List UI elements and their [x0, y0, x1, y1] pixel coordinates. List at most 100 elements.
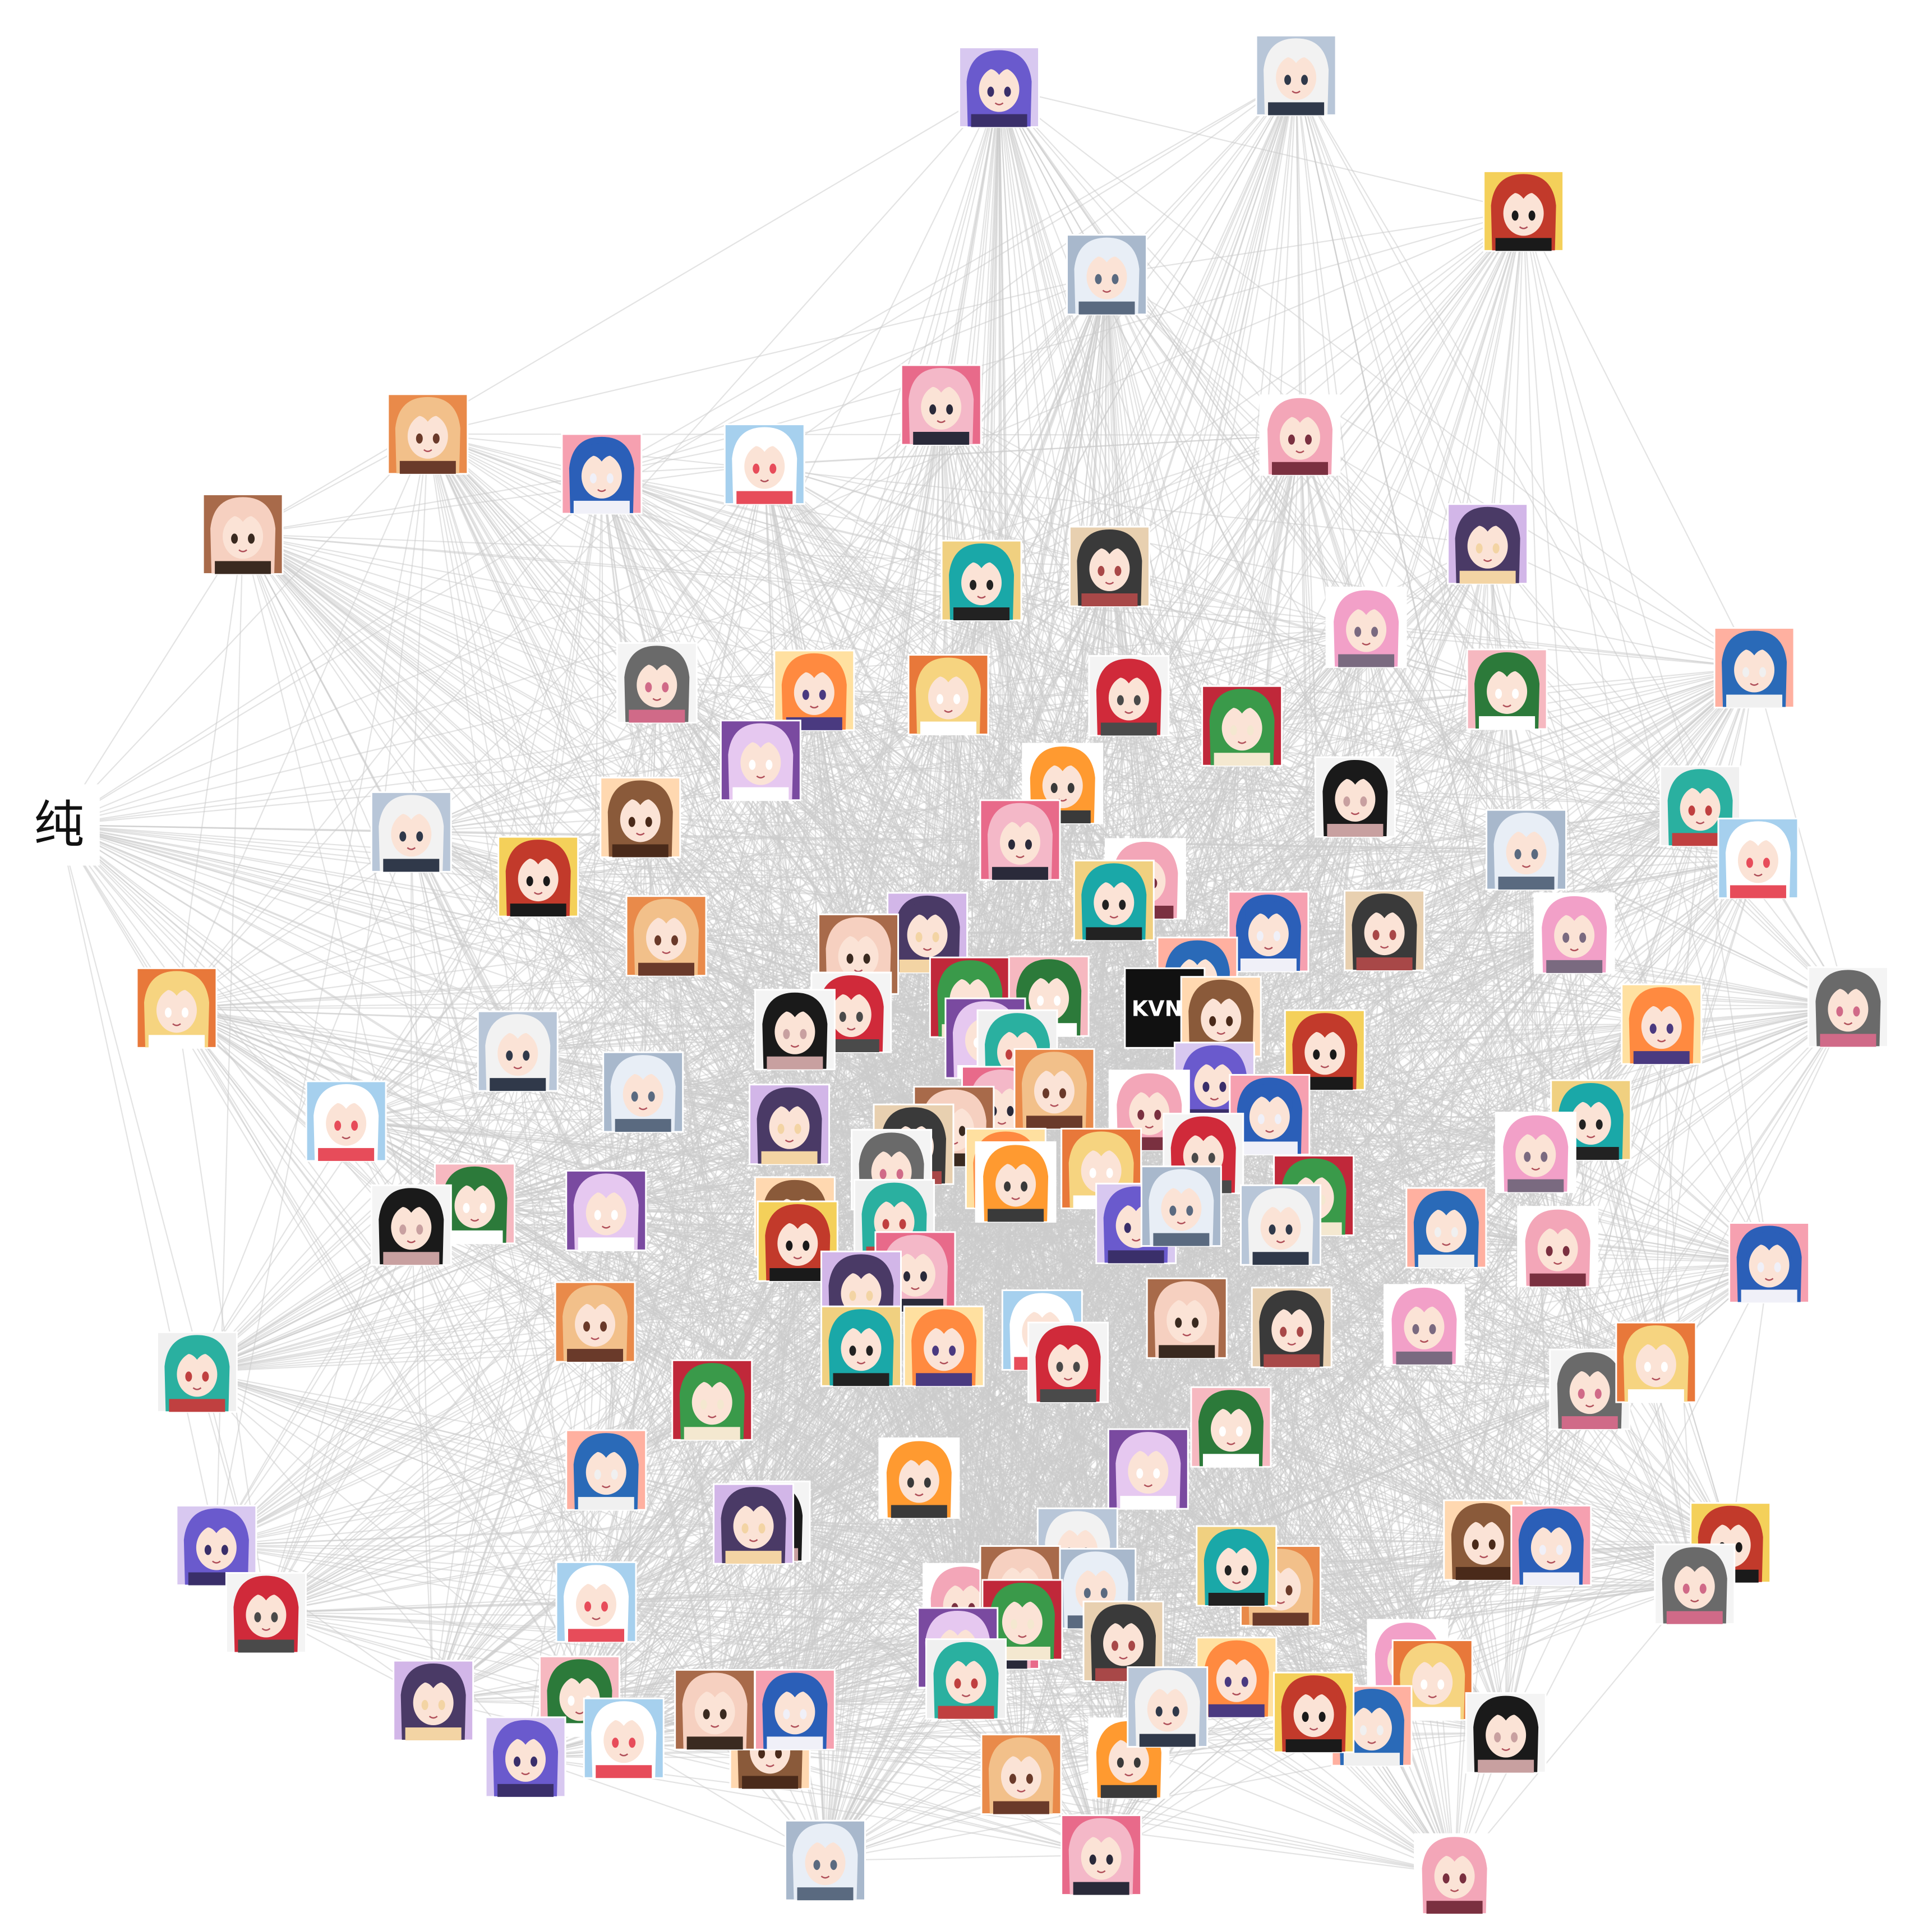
graph-edge [1203, 1153, 1558, 1247]
avatar-eye [879, 1169, 887, 1179]
avatar-mouth [172, 1023, 181, 1026]
avatar-bangs [643, 905, 690, 932]
graph-edge [242, 534, 607, 1471]
avatar-node[interactable] [1621, 983, 1703, 1065]
avatar-node[interactable] [723, 423, 805, 505]
avatar-outfit [446, 1230, 503, 1243]
avatar-node[interactable] [1201, 685, 1283, 767]
avatar-node[interactable] [1807, 966, 1889, 1048]
avatar-node[interactable] [1344, 890, 1426, 971]
avatar-node[interactable] [1517, 1206, 1599, 1288]
graph-edge [769, 1520, 1455, 1875]
avatar-bangs [978, 1076, 1026, 1103]
avatar-node[interactable] [1495, 1112, 1576, 1193]
avatar-node[interactable] [305, 1080, 387, 1162]
avatar-node[interactable] [370, 791, 452, 873]
avatar-bangs [494, 1020, 542, 1047]
avatar-node[interactable] [754, 989, 836, 1071]
avatar-eye [1209, 1016, 1216, 1026]
avatar-node[interactable] [1088, 655, 1170, 736]
avatar-node[interactable] [1013, 1048, 1095, 1130]
avatar-eye [1191, 1153, 1198, 1163]
avatar-node[interactable] [370, 1184, 452, 1266]
avatar-node[interactable] [1073, 859, 1155, 941]
avatar-node[interactable] [958, 47, 1040, 128]
avatar-node[interactable] [1146, 1277, 1228, 1359]
avatar-node[interactable] [940, 540, 1022, 621]
avatar-node[interactable] [757, 1200, 838, 1282]
avatar-bangs [946, 966, 994, 993]
avatar-node[interactable] [720, 720, 801, 801]
avatar-node[interactable] [975, 1141, 1057, 1223]
graph-edge [196, 1123, 790, 1373]
graph-edge [197, 1205, 1182, 1373]
avatar-node[interactable] [1447, 503, 1529, 585]
avatar-node[interactable] [749, 1084, 831, 1165]
avatar-eye [946, 404, 953, 415]
avatar-node[interactable] [1486, 809, 1567, 891]
avatar-face [1364, 910, 1405, 956]
avatar-mouth [1754, 873, 1763, 877]
avatar-node[interactable] [979, 799, 1061, 881]
avatar-node[interactable] [1066, 234, 1147, 316]
avatar-node[interactable] [1284, 1009, 1366, 1091]
avatar-node[interactable] [625, 895, 707, 977]
avatar-node[interactable] [1240, 1184, 1322, 1266]
avatar-bangs [1039, 752, 1086, 779]
avatar-node[interactable] [202, 493, 284, 575]
avatar-node[interactable] [477, 1010, 559, 1092]
avatar-node[interactable] [497, 836, 579, 918]
avatar-node[interactable] [1068, 526, 1150, 607]
avatar-eye [1095, 274, 1102, 284]
avatar-node[interactable] [1259, 394, 1341, 476]
avatar-face [999, 819, 1040, 865]
avatar-eye [866, 1345, 873, 1356]
avatar-node[interactable] [387, 393, 469, 475]
avatar-node[interactable] [900, 364, 982, 446]
avatar-node[interactable] [1314, 756, 1396, 838]
avatar-eye [1562, 1246, 1570, 1256]
avatar-node[interactable] [1713, 627, 1795, 709]
avatar-eye [1102, 900, 1109, 910]
avatar-node[interactable]: 纯 [18, 784, 100, 866]
avatar-eye [1742, 667, 1750, 678]
avatar-node[interactable] [136, 967, 218, 1049]
avatar-node[interactable] [554, 1281, 636, 1363]
avatar-face [1161, 1186, 1202, 1231]
avatar-node[interactable] [1483, 170, 1565, 252]
avatar-eye [899, 1219, 906, 1229]
avatar-node[interactable] [616, 642, 698, 724]
avatar-bangs [514, 846, 562, 873]
avatar-node[interactable] [1466, 648, 1548, 730]
avatar-node[interactable] [1251, 1287, 1332, 1368]
graph-edge [197, 1371, 771, 1522]
avatar-node[interactable] [1255, 34, 1337, 116]
graph-edge [1236, 1389, 1590, 1566]
avatar-eye [1354, 626, 1362, 637]
avatar-node[interactable] [1325, 587, 1407, 669]
avatar-face [831, 992, 872, 1038]
avatar-mouth [1521, 865, 1531, 868]
avatar-node[interactable] [600, 776, 681, 858]
graph-edge [58, 434, 1301, 826]
avatar-node[interactable] [820, 1305, 902, 1387]
graph-edge [411, 434, 1301, 833]
graph-edge [594, 1321, 920, 1479]
avatar-node[interactable] [773, 649, 855, 731]
avatar-node[interactable] [561, 433, 643, 515]
avatar-node[interactable] [1228, 891, 1309, 973]
avatar-node[interactable] [1717, 817, 1799, 899]
graph-edge [411, 689, 815, 833]
avatar-node[interactable] [1533, 892, 1615, 974]
avatar-node[interactable] [1229, 1073, 1311, 1155]
avatar-node[interactable] [907, 654, 989, 736]
avatar-node[interactable] [1405, 1187, 1487, 1269]
avatar-node[interactable] [1140, 1165, 1222, 1247]
avatar-eye [1186, 1205, 1193, 1216]
avatar-face [841, 1271, 882, 1316]
avatar-eye [786, 1241, 793, 1251]
avatar-node[interactable] [565, 1169, 647, 1251]
graph-edge [1186, 1317, 1484, 1541]
avatar-node[interactable] [1728, 1222, 1810, 1303]
avatar-node[interactable] [602, 1051, 684, 1133]
